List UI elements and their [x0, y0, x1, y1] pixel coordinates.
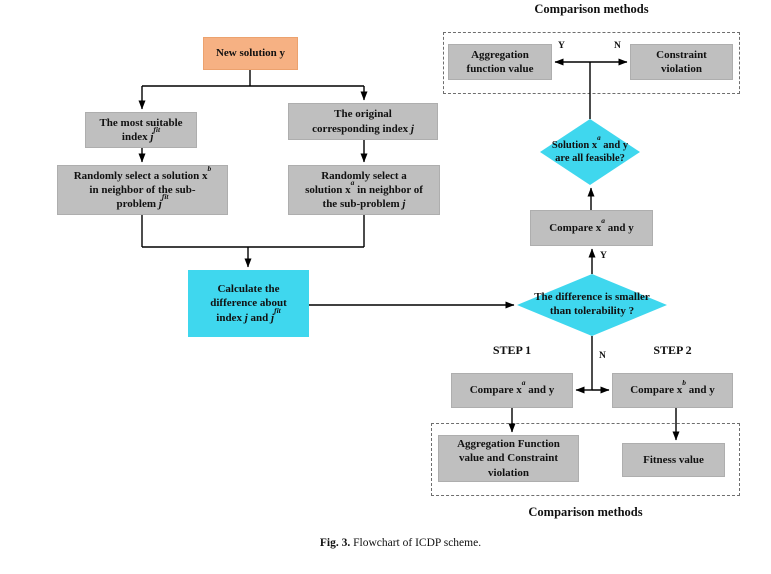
node-compare-xb-step2: Compare xb and y — [612, 373, 733, 408]
node-new-solution: New solution y — [203, 37, 298, 70]
step2-label: STEP 2 — [653, 343, 692, 357]
feasible-decision-diamond — [540, 119, 640, 185]
node-fitness-value: Fitness value — [622, 443, 725, 477]
step1-label: STEP 1 — [492, 343, 532, 357]
node-compare-xa-mid: Compare xa and y — [530, 210, 653, 246]
figure-caption-text: Flowchart of ICDP scheme. — [353, 537, 482, 549]
yes-label-top: Y — [558, 41, 565, 51]
difference-decision-diamond — [517, 274, 667, 336]
figure-number: Fig. 3. — [319, 537, 351, 549]
no-label-top: N — [614, 41, 621, 51]
comparison-methods-bottom-title: Comparison methods — [528, 505, 643, 519]
flow-connectors — [138, 58, 680, 441]
node-compare-xa-step1: Compare xa and y — [451, 373, 573, 408]
no-label-mid: N — [599, 351, 606, 361]
comparison-methods-top-frame — [443, 32, 740, 94]
comparison-methods-bottom-frame — [431, 423, 740, 496]
figure-caption: Fig. 3. Flowchart of ICDP scheme. — [30, 537, 771, 549]
yes-label-mid: Y — [600, 251, 607, 261]
comparison-methods-top-title: Comparison methods — [534, 2, 649, 16]
